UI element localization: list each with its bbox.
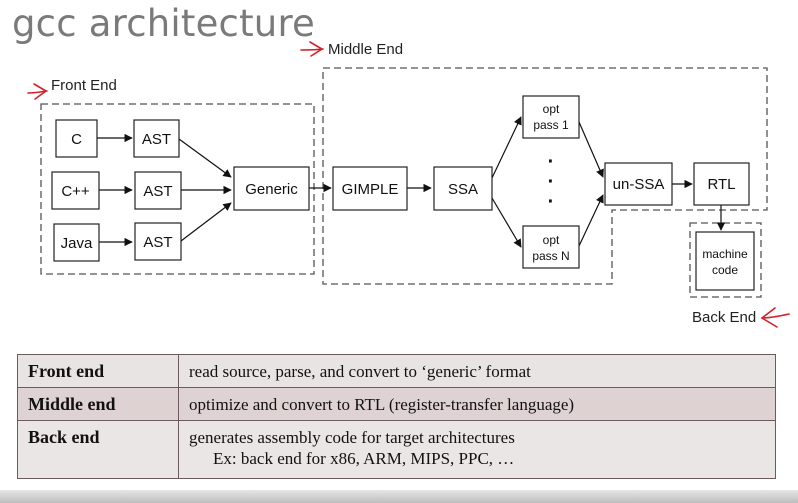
bottom-bar bbox=[0, 490, 798, 503]
node-rtl-label: RTL bbox=[707, 176, 735, 193]
node-machine-code-label-line1: machine bbox=[702, 247, 748, 261]
back-end-annotation-arrow-icon bbox=[760, 307, 790, 328]
ellipsis-dot-1: · bbox=[548, 151, 555, 173]
phase-desc-front: read source, parse, and convert to ‘gene… bbox=[178, 354, 776, 388]
node-opt-pass-n-label-line2: pass N bbox=[532, 249, 569, 263]
arrow-ssa-to-opt-pass-n bbox=[491, 197, 522, 248]
phase-desc-middle: optimize and convert to RTL (register-tr… bbox=[178, 387, 776, 421]
node-generic-label: Generic bbox=[245, 181, 298, 198]
node-ast-1 bbox=[133, 119, 180, 158]
arrow-ssa-to-opt-pass-1 bbox=[491, 116, 522, 179]
gcc-architecture-diagram: Front End Middle End Back End bbox=[27, 41, 790, 328]
ellipsis-dot-3: · bbox=[548, 191, 555, 213]
arrow-ast1-to-generic bbox=[178, 138, 232, 178]
arrow-ast3-to-generic bbox=[180, 202, 232, 242]
arrow-opt-pass-n-to-unssa bbox=[578, 194, 604, 247]
phase-term-middle: Middle end bbox=[17, 387, 179, 421]
phase-example-back: Ex: back end for x86, ARM, MIPS, PPC, … bbox=[213, 449, 515, 468]
ellipsis-dot-2: · bbox=[548, 171, 555, 193]
slide-title: gcc architecture bbox=[12, 2, 316, 45]
node-cpp bbox=[51, 171, 100, 210]
arrow-opt-pass-1-to-unssa bbox=[578, 121, 604, 178]
front-end-label: Front End bbox=[51, 77, 117, 94]
node-ast-3-label: AST bbox=[143, 234, 172, 251]
node-ssa bbox=[433, 166, 493, 211]
front-end-region bbox=[40, 103, 315, 275]
node-gimple bbox=[332, 166, 408, 211]
phase-term-back: Back end bbox=[17, 420, 179, 479]
node-unssa bbox=[604, 162, 673, 206]
node-machine-code-label-line2: code bbox=[712, 263, 738, 277]
table-row: Front end read source, parse, and conver… bbox=[17, 354, 776, 388]
node-rtl bbox=[693, 162, 750, 206]
node-opt-pass-1-label-line2: pass 1 bbox=[533, 118, 569, 132]
node-gimple-label: GIMPLE bbox=[342, 181, 399, 198]
middle-end-label: Middle End bbox=[328, 41, 403, 58]
middle-end-annotation-arrow-icon bbox=[300, 41, 324, 57]
phase-desc-back-cell: generates assembly code for target archi… bbox=[178, 420, 776, 479]
phase-term-front: Front end bbox=[17, 354, 179, 388]
back-end-label: Back End bbox=[692, 309, 756, 326]
middle-end-region bbox=[322, 67, 768, 285]
node-java-label: Java bbox=[61, 235, 93, 252]
node-ssa-label: SSA bbox=[448, 181, 478, 198]
node-c-label: C bbox=[71, 131, 82, 148]
node-machine-code bbox=[695, 231, 755, 291]
node-opt-pass-n-label-line1: opt bbox=[543, 233, 560, 247]
node-ast-3 bbox=[134, 222, 182, 261]
phase-desc-back: generates assembly code for target archi… bbox=[189, 428, 515, 447]
node-cpp-label: C++ bbox=[61, 183, 90, 200]
node-opt-pass-n bbox=[522, 225, 580, 269]
node-unssa-label: un-SSA bbox=[613, 176, 665, 193]
node-java bbox=[53, 223, 100, 262]
front-end-annotation-arrow-icon bbox=[27, 83, 48, 100]
node-ast-2-label: AST bbox=[143, 183, 172, 200]
node-opt-pass-1-label-line1: opt bbox=[543, 102, 560, 116]
flow-arrows bbox=[97, 116, 726, 248]
table-row: Back end generates assembly code for tar… bbox=[17, 420, 776, 479]
node-generic bbox=[233, 166, 310, 211]
node-ast-1-label: AST bbox=[142, 131, 171, 148]
node-c bbox=[55, 119, 98, 158]
node-ast-2 bbox=[134, 171, 182, 210]
table-row: Middle end optimize and convert to RTL (… bbox=[17, 387, 776, 421]
node-opt-pass-1 bbox=[522, 95, 580, 139]
phase-table: Front end read source, parse, and conver… bbox=[17, 354, 776, 479]
back-end-region bbox=[689, 222, 762, 298]
